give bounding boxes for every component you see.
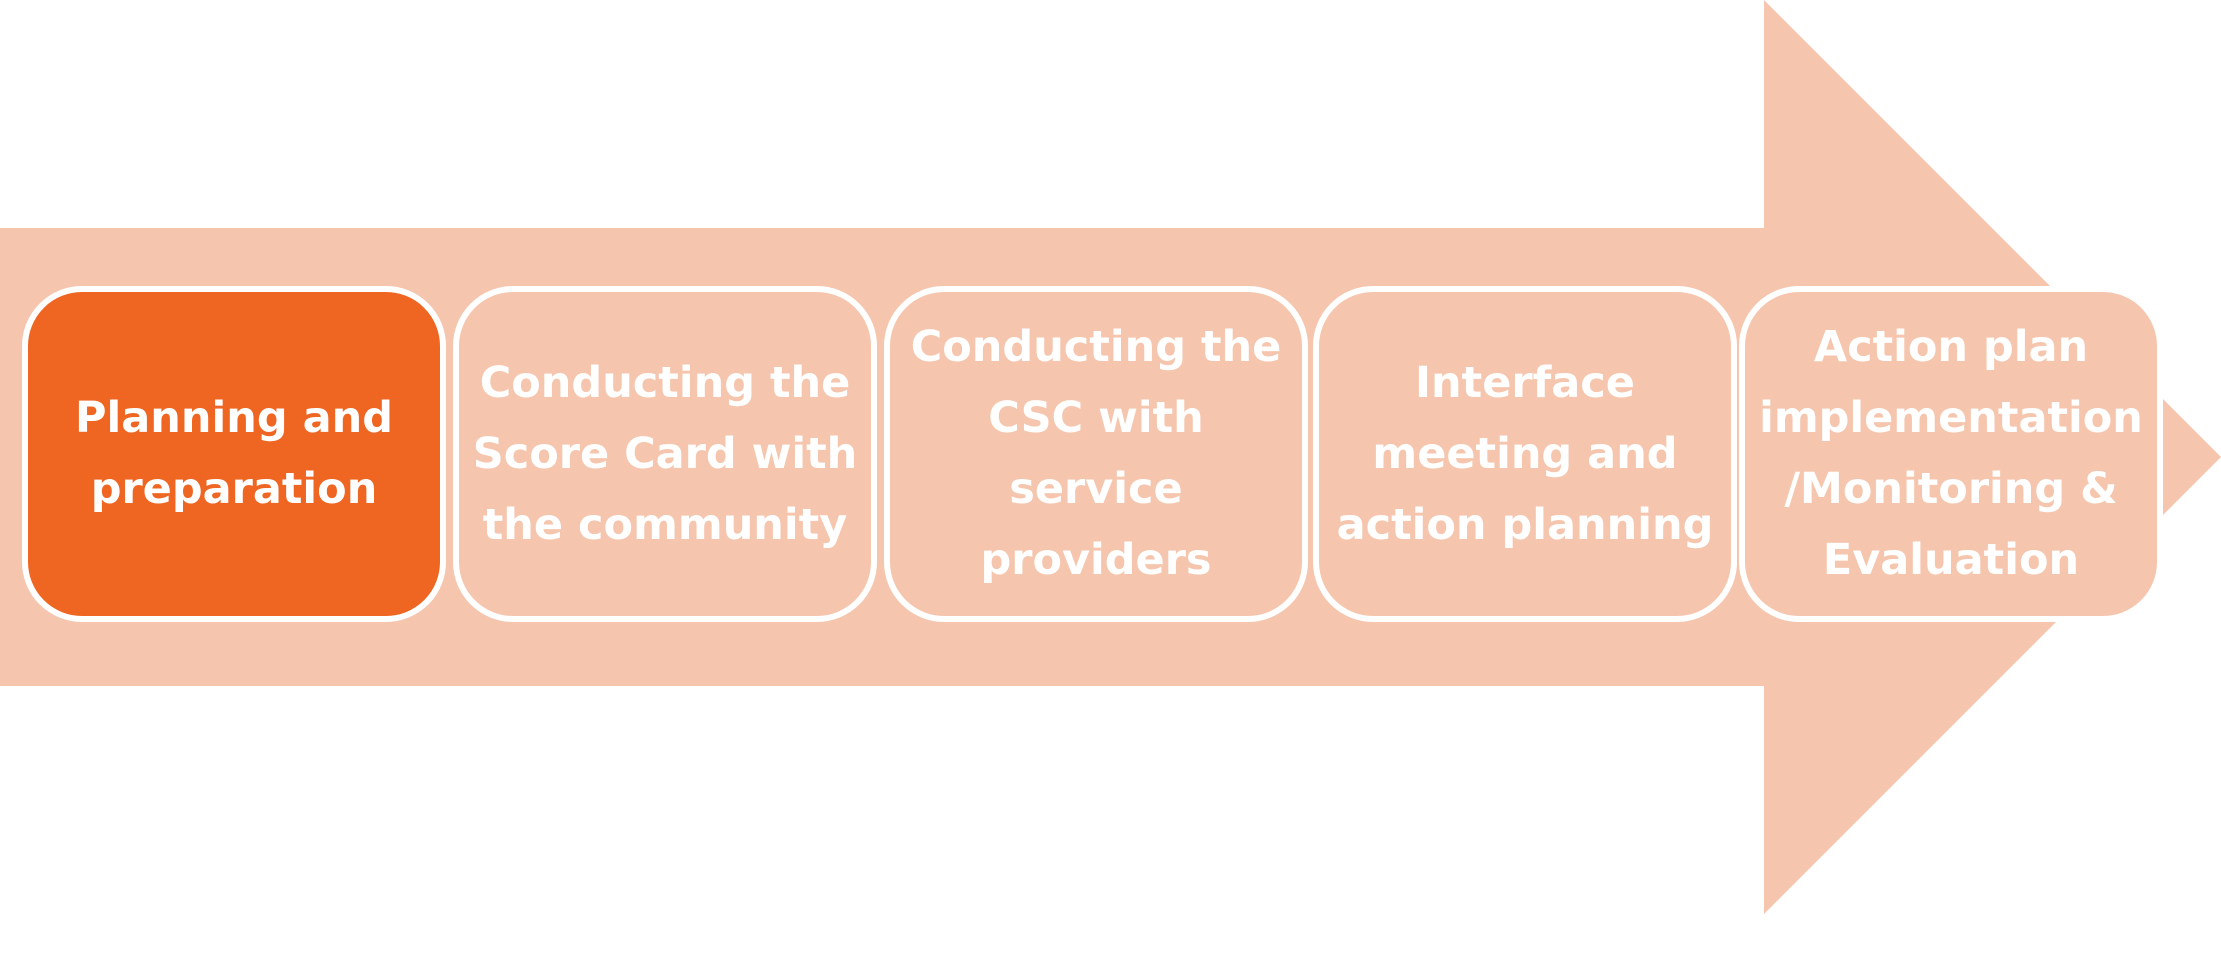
- step-label: Action plan implementation /Monitoring &…: [1759, 322, 2143, 585]
- step-label: Conducting the CSC with service provider…: [910, 322, 1282, 585]
- step-planning-preparation: Planning and preparation: [22, 286, 446, 622]
- step-interface-meeting: Interface meeting and action planning: [1313, 286, 1737, 622]
- step-csc-service-providers: Conducting the CSC with service provider…: [884, 286, 1308, 622]
- step-label: Interface meeting and action planning: [1336, 357, 1714, 550]
- step-label: Conducting the Score Card with the commu…: [472, 357, 858, 550]
- step-action-plan: Action plan implementation /Monitoring &…: [1739, 286, 2163, 622]
- step-scorecard-community: Conducting the Score Card with the commu…: [453, 286, 877, 622]
- step-label: Planning and preparation: [74, 393, 393, 514]
